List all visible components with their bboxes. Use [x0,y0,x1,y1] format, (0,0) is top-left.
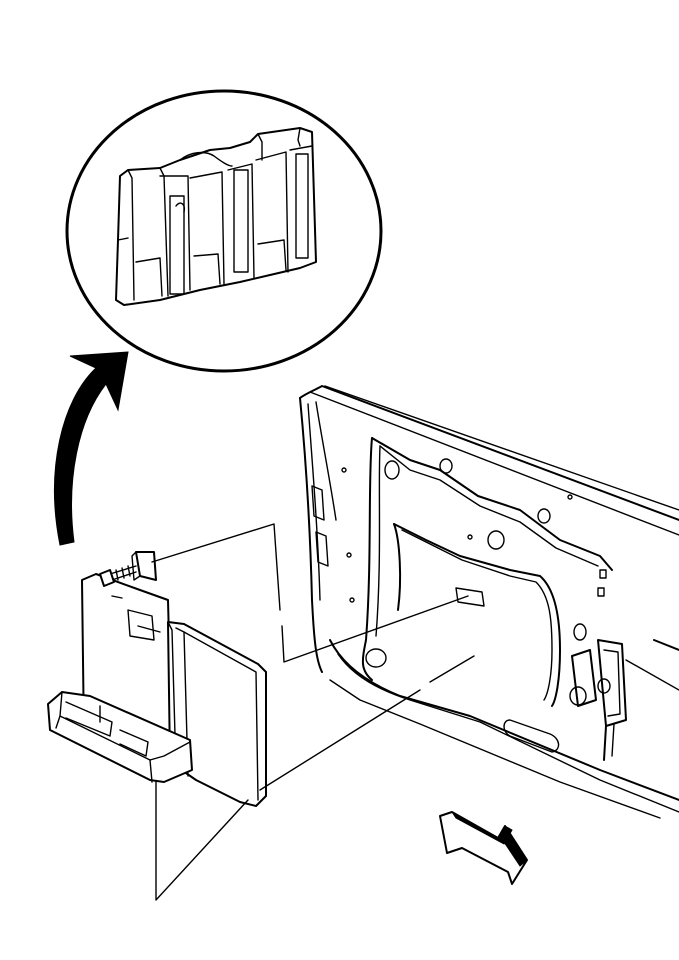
detail-inset-pad [115,127,317,306]
mounting-bracket [131,551,157,581]
door-inner-panel [299,385,679,819]
leader-lines [151,523,475,901]
direction-arrow [439,811,528,885]
curved-arrow [54,351,129,546]
energy-absorbing-pad [47,573,267,807]
screw [99,565,137,587]
detail-inset [65,89,383,373]
